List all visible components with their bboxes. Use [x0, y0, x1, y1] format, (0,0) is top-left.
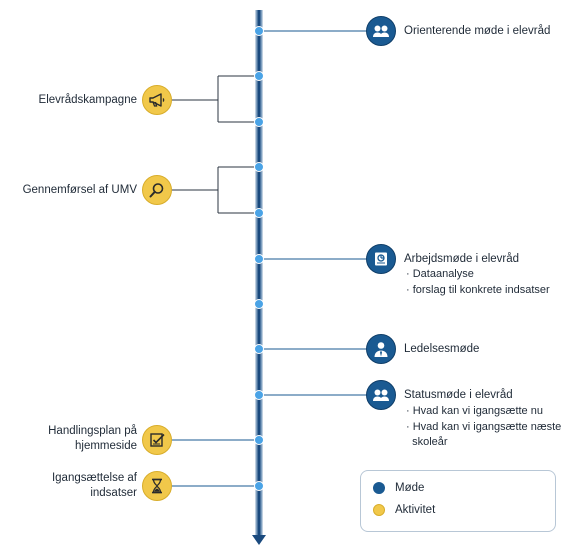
event-bullet: skoleår [406, 436, 448, 448]
timeline-node [254, 71, 264, 81]
timeline-node [254, 481, 264, 491]
legend-item-meeting: Møde [373, 482, 424, 494]
event-title-igangsaettelse-line2: indsatser [90, 487, 137, 499]
event-bullet: · Hvad kan vi igangsætte næste [406, 421, 562, 433]
timeline-node [254, 299, 264, 309]
event-bullet: · forslag til konkrete indsatser [406, 284, 550, 296]
event-title-kampagne: Elevrådskampagne [38, 94, 137, 106]
timeline-node [254, 344, 264, 354]
timeline-node [254, 26, 264, 36]
event-title-igangsaettelse-line1: Igangsættelse af [51, 472, 137, 484]
event-bullet: · Dataanalyse [406, 268, 474, 280]
event-title-orienterende: Orienterende møde i elevråd [404, 25, 551, 37]
event-title-statusmode: Statusmøde i elevråd [404, 389, 513, 401]
legend-label-activity: Aktivitet [395, 504, 436, 516]
manager-icon [366, 334, 396, 364]
magnifier-icon [142, 175, 172, 205]
legend-item-activity: Aktivitet [373, 504, 435, 516]
legend-label-meeting: Møde [395, 482, 425, 494]
legend-dot-activity [373, 504, 385, 516]
timeline-node [254, 208, 264, 218]
timeline-arrowhead [252, 535, 266, 545]
people-icon [366, 380, 396, 410]
report-icon [366, 244, 396, 274]
timeline-node [254, 390, 264, 400]
event-title-handlingsplan-line1: Handlingsplan på [48, 425, 137, 437]
people-icon [366, 16, 396, 46]
hourglass-icon [142, 471, 172, 501]
legend: Møde Aktivitet [360, 470, 556, 532]
legend-dot-meeting [373, 482, 385, 494]
timeline-nodes [254, 26, 264, 491]
event-bullet: · Hvad kan vi igangsætte nu [406, 405, 543, 417]
timeline-node [254, 254, 264, 264]
event-title-arbejdsmode: Arbejdsmøde i elevråd [404, 253, 520, 265]
event-title-umv: Gennemførsel af UMV [22, 184, 137, 196]
event-title-handlingsplan-line2: hjemmeside [75, 440, 137, 452]
event-title-ledelsesmode: Ledelsesmøde [404, 343, 480, 355]
timeline-node [254, 117, 264, 127]
bracket-umv [172, 166, 259, 214]
timeline-node [254, 435, 264, 445]
timeline-node [254, 162, 264, 172]
bracket-kampagne-path [172, 75, 259, 123]
megaphone-icon [142, 85, 172, 115]
checklist-icon [142, 425, 172, 455]
